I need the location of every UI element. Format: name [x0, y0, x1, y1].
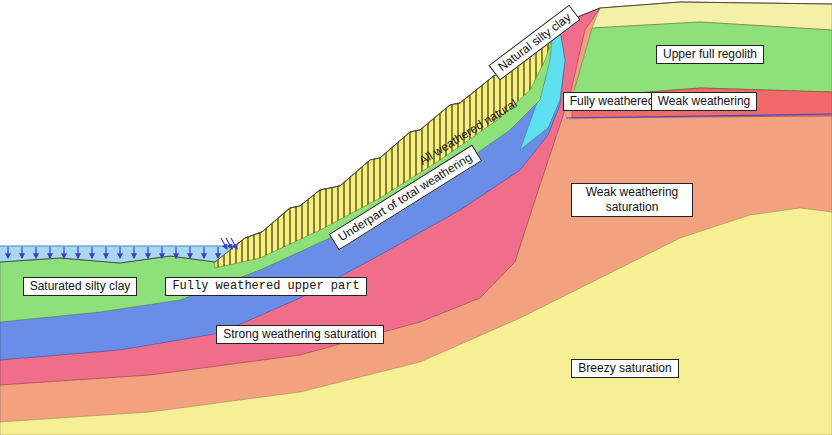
layer-label: Fully weathered [563, 92, 662, 111]
layer-label: Fully weathered upper part [165, 277, 366, 296]
pressure-arrow [91, 247, 92, 258]
strong-weathering-layer [0, 8, 600, 385]
pressure-arrow [21, 247, 22, 258]
pressure-arrow [189, 247, 190, 258]
pressure-arrow [175, 247, 176, 258]
layer-name: Saturated silty clay [30, 279, 131, 294]
all-weathered-layer [0, 39, 552, 322]
pressure-arrow [63, 247, 64, 258]
pressure-arrow [77, 247, 78, 258]
pressure-arrow [231, 238, 237, 249]
layer-label: Breezy saturation [571, 359, 678, 378]
layer-label: Strong weathering saturation [216, 325, 383, 344]
pressure-arrow [133, 247, 134, 258]
pressure-arrow [49, 247, 50, 258]
pressure-arrow [203, 247, 204, 258]
pressure-arrow [105, 247, 106, 258]
layer-name: Strong weathering saturation [223, 327, 376, 342]
layer-name: Upper full regolith [663, 47, 757, 62]
layer-label: Weak weathering [651, 92, 758, 111]
pressure-arrow [161, 247, 162, 258]
layer-label: Natural silty clay [489, 4, 581, 80]
pressure-arrow [147, 247, 148, 258]
underpart-layer [0, 31, 565, 360]
pressure-arrow [119, 247, 120, 258]
layer-name: Breezy saturation [578, 361, 671, 376]
layer-label: Saturated silty clay [23, 277, 138, 296]
ground-surface [0, 2, 832, 263]
layer-name: Underpart of total weathering [335, 150, 474, 245]
layer-label: Underpart of total weathering [328, 144, 481, 250]
layer-name: Fully weathered [570, 94, 655, 109]
water-pressure-arrows [8, 238, 237, 258]
layer-label: Upper full regolith [656, 45, 764, 64]
water-surface [0, 246, 236, 247]
layer-name: Weak weathering [658, 94, 751, 109]
layer-name: Natural silty clay [496, 10, 575, 75]
pressure-arrow [226, 238, 232, 249]
layer-name: Weak weathering saturation [578, 185, 686, 215]
upper-regolith-layer [572, 22, 832, 98]
water-table-line [566, 114, 832, 118]
layer-name: Fully weathered upper part [172, 279, 359, 294]
pressure-arrow [7, 247, 8, 258]
layer-label: Weak weathering saturation [571, 183, 693, 217]
pressure-arrow [221, 238, 227, 249]
pressure-arrow [35, 247, 36, 258]
pressure-arrow [217, 247, 218, 258]
